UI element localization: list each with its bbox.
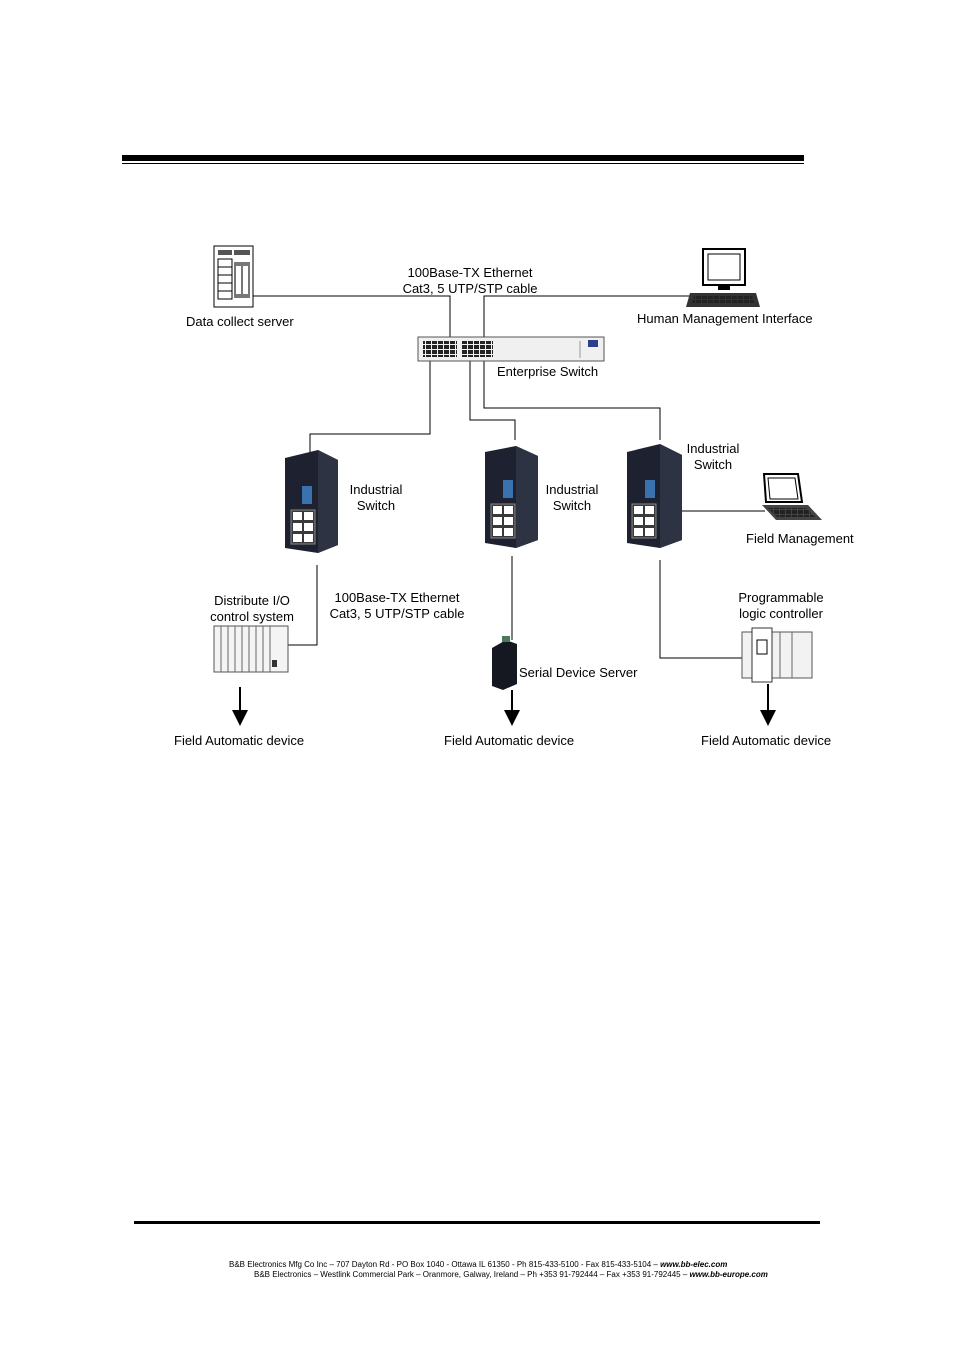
label-line: Industrial: [545, 482, 599, 497]
plc-icon: [741, 627, 813, 683]
cable-lines: [253, 295, 765, 659]
laptop-icon: [762, 473, 822, 520]
label-line: Switch: [693, 457, 733, 472]
cable-label-top: 100Base-TX Ethernet Cat3, 5 UTP/STP cabl…: [400, 265, 540, 297]
serial-device-server-label: Serial Device Server: [519, 665, 638, 680]
label-line: Industrial: [349, 482, 403, 497]
industrial-switch-icon: [485, 446, 538, 548]
field-management-label: Field Management: [746, 531, 854, 546]
enterprise-switch-icon: [417, 336, 605, 362]
field-arrows: [232, 684, 776, 726]
label-line: Programmable: [738, 590, 824, 605]
serial-device-server-icon: [492, 636, 517, 690]
header-rule: [122, 155, 804, 161]
footer-line-2: B&B Electronics – Westlink Commercial Pa…: [254, 1270, 768, 1280]
human-interface-label: Human Management Interface: [637, 311, 813, 326]
label-line: Industrial: [686, 441, 740, 456]
footer-link-us[interactable]: www.bb-elec.com: [660, 1260, 728, 1269]
footer-link-eu[interactable]: www.bb-europe.com: [689, 1270, 768, 1279]
industrial-switch-label-2: Industrial Switch: [536, 482, 608, 514]
cable-spec-text: Cat3, 5 UTP/STP cable: [402, 281, 538, 296]
field-device-label-1: Field Automatic device: [174, 733, 305, 748]
cable-type-text: 100Base-TX Ethernet: [407, 265, 533, 280]
footer-rule: [134, 1221, 820, 1224]
desktop-computer-icon: [686, 248, 760, 307]
label-line: Switch: [552, 498, 592, 513]
distribute-io-label: Distribute I/O control system: [204, 593, 300, 625]
field-device-label-3: Field Automatic device: [701, 733, 832, 748]
label-line: Switch: [356, 498, 396, 513]
footer-line-1: B&B Electronics Mfg Co Inc – 707 Dayton …: [229, 1260, 727, 1270]
footer-address-eu: B&B Electronics – Westlink Commercial Pa…: [254, 1270, 690, 1279]
industrial-switch-label-3: Industrial Switch: [677, 441, 749, 473]
field-device-label-2: Field Automatic device: [444, 733, 575, 748]
industrial-switch-icon: [627, 444, 682, 548]
server-icon: [213, 245, 254, 308]
io-rack-icon: [213, 625, 289, 673]
data-server-label: Data collect server: [186, 314, 294, 329]
plc-label: Programmable logic controller: [728, 590, 834, 622]
industrial-switch-icon: [285, 450, 338, 553]
cable-label-bottom: 100Base-TX Ethernet Cat3, 5 UTP/STP cabl…: [326, 590, 468, 622]
cable-type-text: 100Base-TX Ethernet: [334, 590, 460, 605]
enterprise-switch-label: Enterprise Switch: [497, 364, 599, 379]
footer-address-us: B&B Electronics Mfg Co Inc – 707 Dayton …: [229, 1260, 661, 1269]
header-rule-thin: [122, 163, 804, 164]
label-line: logic controller: [739, 606, 823, 621]
label-line: Distribute I/O: [214, 593, 290, 608]
label-line: control system: [210, 609, 294, 624]
cable-spec-text: Cat3, 5 UTP/STP cable: [329, 606, 465, 621]
industrial-switch-label-1: Industrial Switch: [340, 482, 412, 514]
